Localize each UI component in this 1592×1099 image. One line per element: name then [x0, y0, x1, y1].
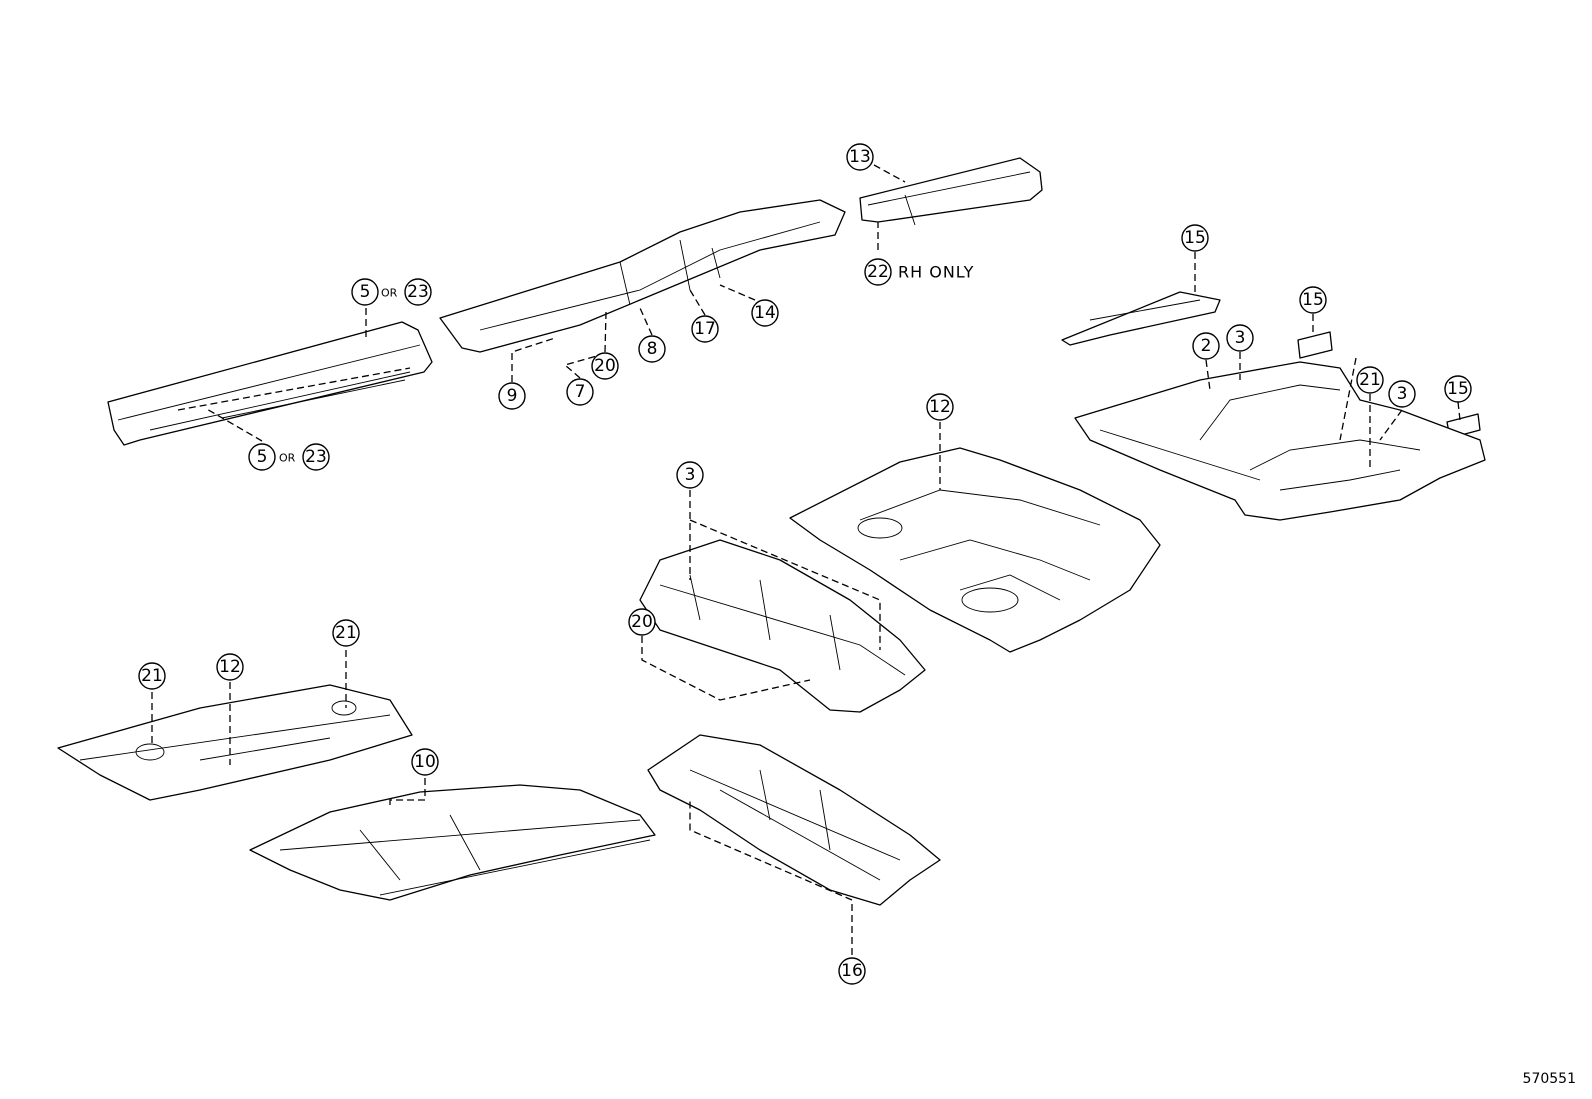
callout-17[interactable]: 17 — [691, 315, 719, 343]
svg-text:16: 16 — [841, 961, 863, 981]
part-rear-floor-pan[interactable] — [1074, 361, 1486, 521]
leader-lines — [151, 164, 1461, 955]
callout-21-left-right[interactable]: 21 — [332, 619, 360, 647]
svg-text:15: 15 — [1302, 290, 1324, 310]
svg-text:5: 5 — [360, 282, 371, 302]
part-plate-15-a[interactable] — [1297, 331, 1333, 359]
svg-text:5: 5 — [257, 447, 268, 467]
callout-3-rear-upper[interactable]: 3 — [1226, 324, 1254, 352]
svg-text:3: 3 — [1235, 328, 1246, 348]
svg-text:17: 17 — [694, 319, 716, 339]
svg-text:10: 10 — [414, 752, 436, 772]
part-bracket-upper[interactable] — [1061, 291, 1221, 346]
callout-2[interactable]: 2 — [1192, 332, 1220, 360]
svg-text:12: 12 — [929, 397, 951, 417]
callout-5-or-23-top[interactable]: 5 OR 23 — [351, 278, 432, 306]
part-front-floor-pan-tunnel[interactable] — [249, 784, 656, 901]
svg-text:22: 22 — [867, 262, 889, 282]
part-center-floor-pan[interactable] — [789, 447, 1161, 653]
callout-15-middle[interactable]: 15 — [1299, 286, 1327, 314]
svg-text:15: 15 — [1184, 228, 1206, 248]
svg-text:21: 21 — [335, 623, 357, 643]
callout-16[interactable]: 16 — [838, 957, 866, 985]
svg-text:12: 12 — [219, 657, 241, 677]
part-front-floor-pan-lh[interactable] — [57, 684, 413, 801]
svg-text:21: 21 — [141, 666, 163, 686]
part-floor-crossmember[interactable] — [639, 539, 926, 713]
callout-3-rear-right[interactable]: 3 — [1388, 380, 1416, 408]
svg-text:15: 15 — [1447, 379, 1469, 399]
figure-id: 570551 — [1522, 1071, 1576, 1087]
callout-3-crossmember[interactable]: 3 — [676, 461, 704, 489]
callout-21-rear[interactable]: 21 — [1356, 366, 1384, 394]
part-floor-tunnel-brace[interactable] — [647, 734, 941, 906]
svg-text:14: 14 — [754, 303, 776, 323]
svg-text:23: 23 — [407, 282, 429, 302]
svg-text:13: 13 — [849, 147, 871, 167]
callout-12-left[interactable]: 12 — [216, 653, 244, 681]
svg-text:8: 8 — [647, 339, 658, 359]
callout-7[interactable]: 7 — [566, 378, 594, 406]
svg-text:OR: OR — [381, 287, 398, 300]
svg-text:9: 9 — [507, 386, 518, 406]
callout-10[interactable]: 10 — [411, 748, 439, 776]
callout-14[interactable]: 14 — [751, 299, 779, 327]
svg-text:2: 2 — [1201, 336, 1212, 356]
part-front-floor-rail-assembly[interactable] — [439, 199, 846, 353]
callout-15-right[interactable]: 15 — [1444, 375, 1472, 403]
svg-text:7: 7 — [575, 382, 586, 402]
callout-8[interactable]: 8 — [638, 335, 666, 363]
callout-20-upper[interactable]: 20 — [591, 352, 619, 380]
part-floor-side-member-left[interactable] — [107, 321, 433, 446]
part-rear-floor-rail[interactable] — [859, 157, 1043, 226]
callout-22[interactable]: 22 RH ONLY — [864, 258, 974, 286]
callout-15-upper[interactable]: 15 — [1181, 224, 1209, 252]
svg-text:23: 23 — [305, 447, 327, 467]
callout-13[interactable]: 13 — [846, 143, 874, 171]
svg-text:21: 21 — [1359, 370, 1381, 390]
svg-text:20: 20 — [631, 612, 653, 632]
callout-22-note: RH ONLY — [898, 263, 974, 282]
callout-5-or-23-bottom[interactable]: 5 OR 23 — [248, 443, 330, 471]
callout-21-left[interactable]: 21 — [138, 662, 166, 690]
svg-text:20: 20 — [594, 356, 616, 376]
svg-text:3: 3 — [1397, 384, 1408, 404]
svg-text:OR: OR — [279, 452, 296, 465]
callout-9[interactable]: 9 — [498, 382, 526, 410]
callout-20-lower[interactable]: 20 — [628, 608, 656, 636]
callout-12-center[interactable]: 12 — [926, 393, 954, 421]
svg-text:3: 3 — [685, 465, 696, 485]
